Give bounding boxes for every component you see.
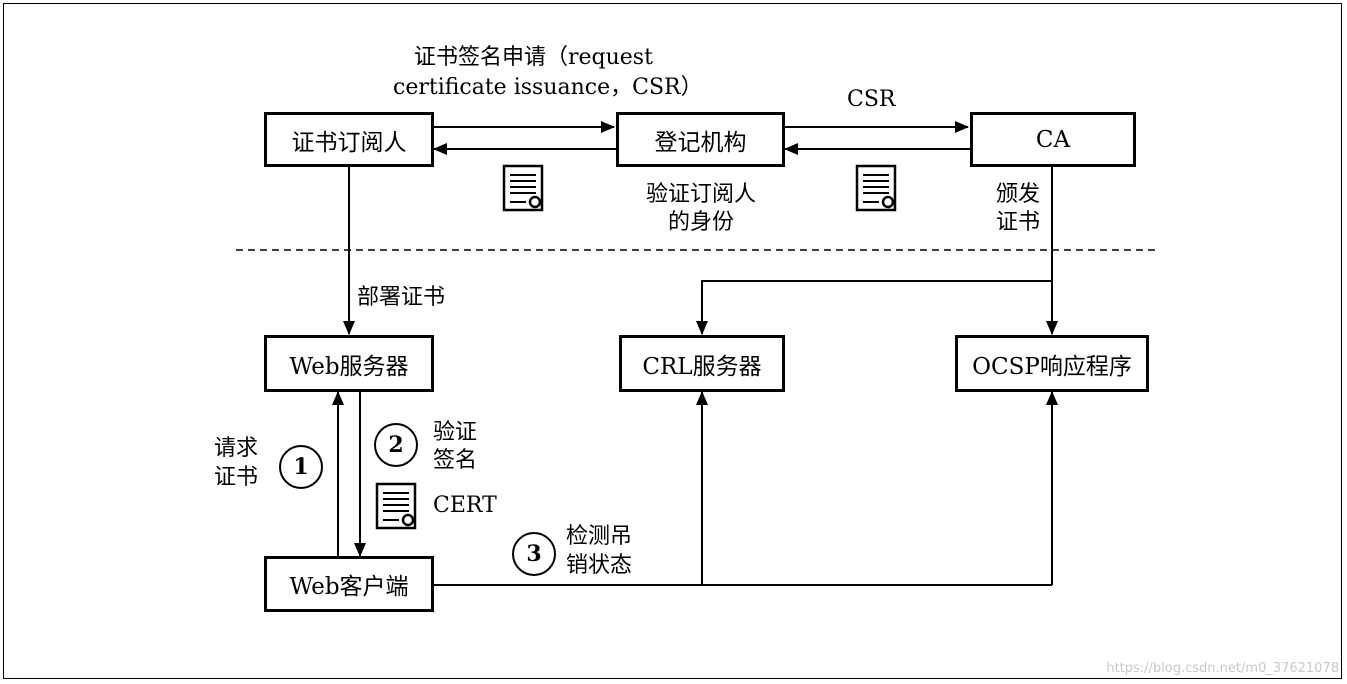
request-cert-label-2: 证书 [214,465,259,490]
csr-request-label-1: 证书签名申请（request [414,45,653,70]
deploy-cert-label: 部署证书 [357,285,446,310]
issue-cert-label-2: 证书 [996,210,1041,235]
web-client-box: Web客户端 [264,556,434,612]
subscriber-box: 证书订阅人 [264,112,434,167]
arrow-ca-to-crl [696,280,1052,335]
crl-server-box: CRL服务器 [619,335,785,392]
certificate-icon [375,482,417,530]
step-2-badge: 2 [374,423,418,467]
diagram-frame [3,3,1342,679]
certificate-icon [502,164,544,212]
step-1-badge: 1 [279,445,323,489]
web-server-box: Web服务器 [264,335,434,392]
verify-signature-label-2: 签名 [433,448,478,473]
request-cert-label-1: 请求 [214,436,259,461]
ocsp-box: OCSP响应程序 [955,335,1149,392]
csr-label: CSR [847,87,896,112]
verify-identity-label-1: 验证订阅人 [646,182,757,207]
ca-box: CA [970,112,1136,167]
issue-cert-label-1: 颁发 [996,182,1041,207]
cert-label: CERT [433,493,497,518]
check-revocation-label-2: 销状态 [566,553,633,578]
verify-identity-label-2: 的身份 [668,210,735,235]
step-3-badge: 3 [512,532,556,576]
verify-signature-label-1: 验证 [433,420,478,445]
certificate-icon [855,164,897,212]
ra-box: 登记机构 [616,112,785,167]
watermark: https://blog.csdn.net/m0_37621078 [1106,661,1339,676]
check-revocation-label-1: 检测吊 [566,524,633,549]
csr-request-label-2: certificate issuance，CSR） [393,75,703,100]
